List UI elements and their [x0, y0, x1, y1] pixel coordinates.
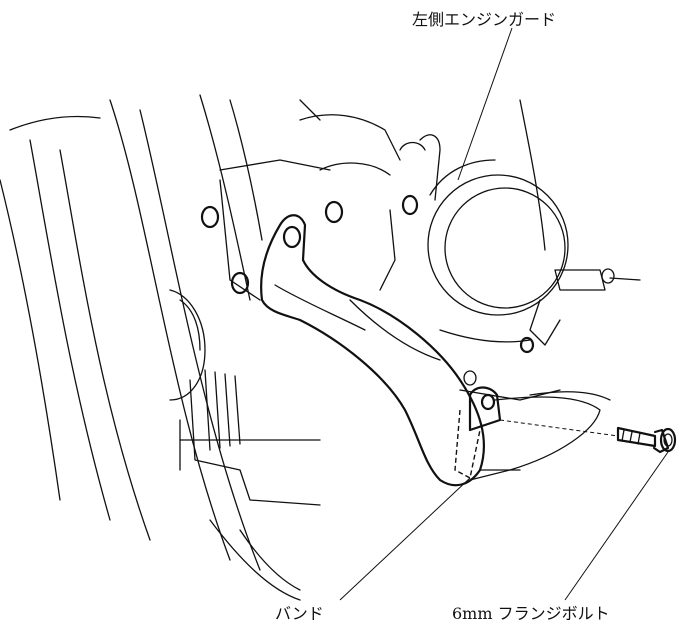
generator-cover — [427, 159, 569, 316]
flange-bolt-label: 6mm フランジボルト — [452, 604, 610, 623]
band-clamp — [454, 386, 601, 481]
engine-guard — [260, 214, 485, 487]
frame-tubes — [0, 94, 263, 571]
engine-guard-label: 左側エンジンガード — [412, 10, 557, 29]
leader-lines — [339, 27, 669, 601]
mounting-bosses — [200, 194, 615, 386]
shift-linkage — [529, 269, 641, 346]
leader-engine-guard — [457, 27, 513, 181]
leader-band — [339, 477, 471, 601]
engine-body — [169, 99, 611, 601]
band-label: バンド — [275, 604, 324, 623]
leader-flange-bolt — [564, 451, 669, 601]
flange-bolt — [499, 419, 677, 454]
